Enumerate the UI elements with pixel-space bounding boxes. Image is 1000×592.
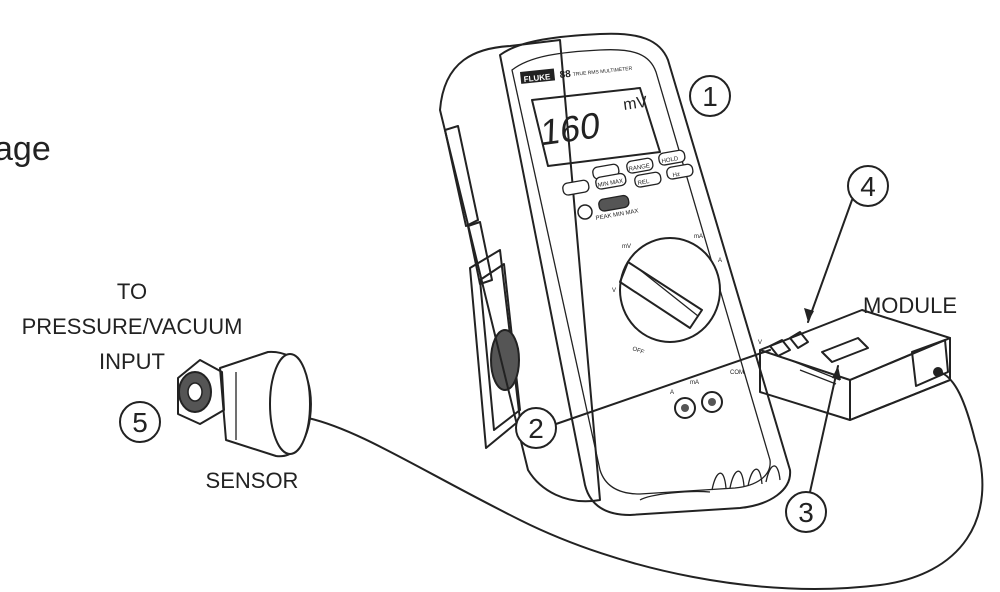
bottom-grips	[639, 465, 781, 501]
meter-brand: FLUKE	[523, 72, 551, 84]
button-label-rel: REL	[637, 179, 650, 187]
callout-5: 5	[119, 401, 161, 443]
button-label-hold: HOLD	[661, 156, 679, 165]
svg-text:4: 4	[860, 171, 876, 202]
jack-label-v: V	[758, 340, 762, 346]
meter-buttons-row2: MIN MAX REL Hz	[562, 163, 694, 196]
input-jacks: A mA COM V	[670, 340, 762, 419]
dial-label-a: A	[718, 258, 722, 264]
dial-label-mv: mV	[622, 244, 631, 250]
callout-1: 1	[689, 75, 731, 117]
jack-label-a: A	[670, 390, 674, 396]
module-label: MODULE	[863, 293, 957, 318]
callout-3: 3	[785, 365, 841, 533]
svg-text:5: 5	[132, 407, 148, 438]
button-label-hz: Hz	[672, 172, 680, 179]
jack-label-com: COM	[730, 370, 744, 376]
module-icon	[759, 309, 951, 421]
svg-text:3: 3	[798, 497, 814, 528]
dial-label-off: OFF	[631, 346, 645, 356]
multimeter-icon: FLUKE 88 TRUE RMS MULTIMETER 160 mV RANG…	[439, 32, 792, 516]
display-unit: mV	[622, 94, 648, 114]
cable-icon	[307, 371, 984, 590]
svg-text:1: 1	[702, 81, 718, 112]
callout-2: 2	[515, 349, 771, 449]
dial-label-ma: mA	[694, 234, 703, 240]
sensor-icon	[177, 350, 312, 458]
input-label: INPUT	[99, 349, 165, 374]
rotary-dial: OFF V mV mA A	[612, 234, 722, 356]
svg-text:2: 2	[528, 413, 544, 444]
button-label-range: RANGE	[628, 163, 650, 173]
button-label-minmax: MIN MAX	[597, 179, 623, 189]
dial-label-v: V	[612, 288, 616, 294]
jack-label-ma: mA	[690, 380, 699, 386]
cropped-caption-text: age	[0, 130, 51, 168]
meter-model: 88	[559, 69, 572, 81]
pressure-vacuum-label: PRESSURE/VACUUM	[22, 314, 243, 339]
meter-subtitle: TRUE RMS MULTIMETER	[573, 66, 633, 78]
callout-4: 4	[804, 165, 889, 323]
sensor-label: SENSOR	[206, 468, 299, 493]
to-label: TO	[117, 279, 147, 304]
display-value: 160	[540, 104, 601, 154]
